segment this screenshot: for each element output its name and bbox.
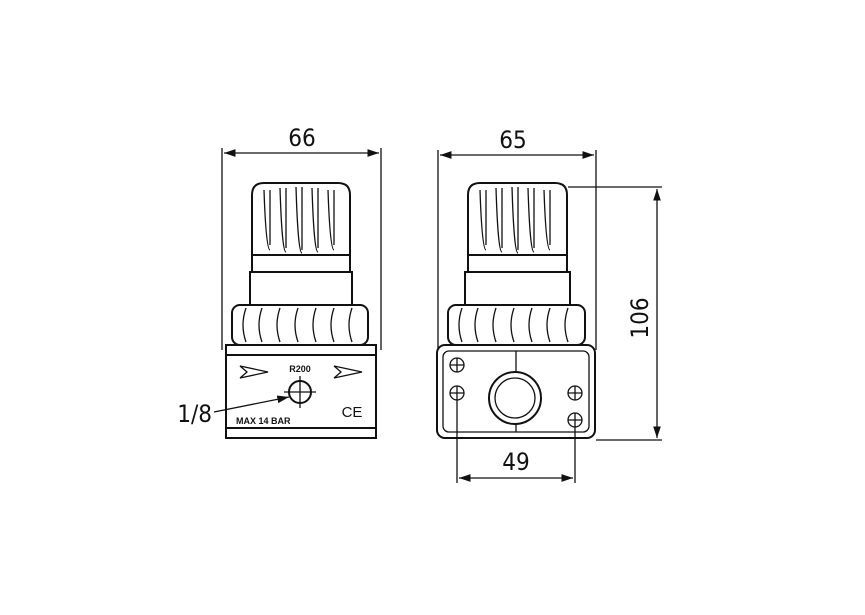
regulator-body: R200 MAX 14 BAR CE	[225, 344, 377, 439]
lock-nut	[231, 304, 369, 346]
regulator-body	[436, 344, 596, 439]
knob-neck	[464, 271, 571, 306]
model-text: R200	[289, 364, 311, 374]
port-circle	[488, 371, 542, 425]
width-dimension-label: 66	[288, 124, 315, 152]
port-size-label: 1/8	[177, 400, 212, 428]
lock-nut	[447, 304, 586, 346]
side-view: 65 106	[436, 126, 662, 483]
pressure-text: MAX 14 BAR	[236, 416, 291, 426]
mount-spacing-label: 49	[502, 448, 529, 476]
mounting-holes	[449, 357, 583, 428]
ce-mark: CE	[342, 404, 363, 421]
width-dimension-label: 65	[499, 126, 526, 154]
flow-arrow-icon	[239, 365, 269, 379]
flow-arrow-icon	[333, 365, 363, 379]
front-view: 66 R200 MAX 14 BAR CE 1/8	[177, 124, 382, 439]
knob-neck	[249, 271, 353, 306]
adjustment-knob	[467, 182, 568, 273]
adjustment-knob	[251, 182, 351, 273]
port-leader-line	[213, 395, 290, 413]
height-dimension-label: 106	[626, 297, 654, 338]
